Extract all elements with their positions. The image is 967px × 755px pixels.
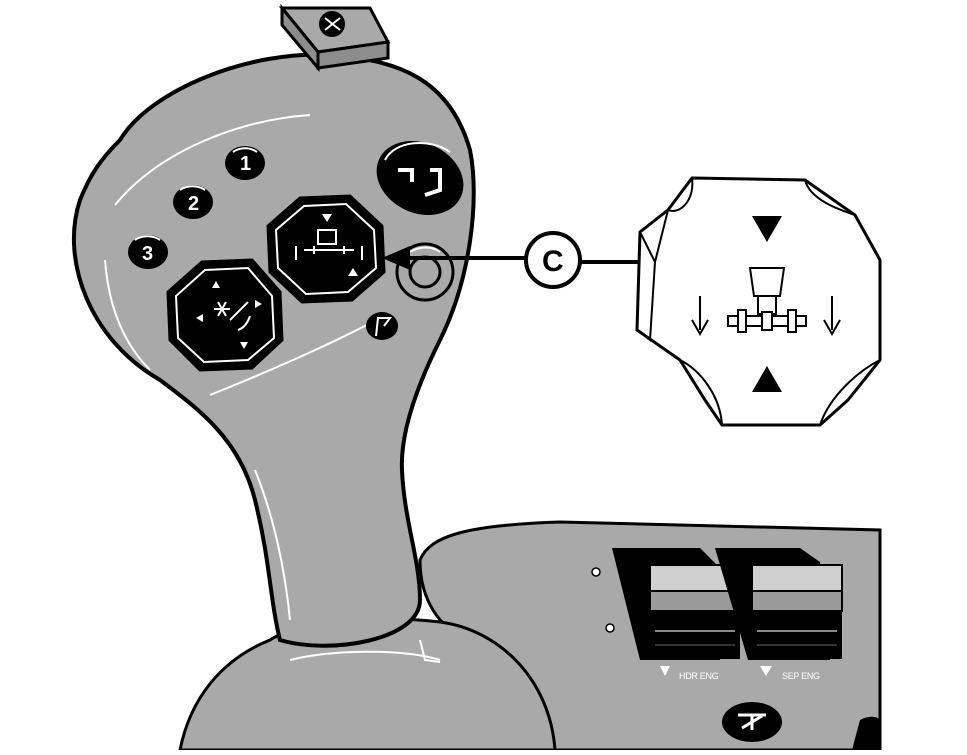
switch-symbol-icon (738, 713, 766, 730)
arrow-left-icon (196, 314, 203, 322)
detail-lower-left-arrow-icon (691, 296, 709, 337)
switch-label-sep-eng: SEP ENG (782, 671, 820, 681)
switch-symbol-icon (660, 666, 670, 676)
knob-detail-view (635, 176, 882, 427)
callout-circle (524, 231, 582, 289)
arrow-right-icon (255, 300, 262, 308)
handle-button-1-label: 1 (240, 153, 251, 175)
detail-arrow-down-icon (752, 216, 782, 242)
handle-button-3-label: 3 (142, 243, 153, 265)
reel-speed-knob[interactable] (166, 258, 284, 372)
handle-button-2[interactable]: 2 (173, 185, 213, 219)
shift-arrows-icon (398, 168, 442, 197)
callout-arrowhead (382, 246, 410, 270)
console-round-button[interactable] (722, 702, 782, 742)
detail-arrow-up-icon (752, 366, 782, 392)
detail-header-symbol-icon (727, 267, 807, 333)
handle-top-block (278, 3, 391, 73)
arrow-down-icon (240, 342, 248, 349)
header-height-knob[interactable] (266, 194, 386, 304)
handle-button-3[interactable]: 3 (128, 235, 168, 269)
detail-lower-right-arrow-icon (823, 296, 841, 337)
header-symbol-icon (317, 229, 337, 245)
handle-button-1[interactable]: 1 (225, 146, 265, 180)
switch-symbol-icon (760, 666, 772, 676)
arrow-up-icon (348, 268, 358, 276)
handle-shift-button[interactable] (364, 127, 475, 228)
switch-label-hdr-eng: HDR ENG (679, 671, 719, 681)
callout-c: C (382, 231, 640, 289)
handle-button-2-label: 2 (188, 193, 199, 215)
fan-asterisk-icon (214, 301, 230, 317)
reverser-icon (375, 317, 392, 337)
reel-symbol-icon (229, 301, 251, 331)
console-edge (852, 716, 880, 750)
arrow-down-icon (322, 214, 332, 222)
rocker-switch-sep-eng[interactable]: SEP ENG (715, 548, 843, 681)
handle-small-button[interactable] (366, 312, 398, 340)
arrow-up-icon (212, 281, 220, 288)
callout-label: C (542, 245, 564, 278)
top-button-icon (324, 17, 341, 31)
